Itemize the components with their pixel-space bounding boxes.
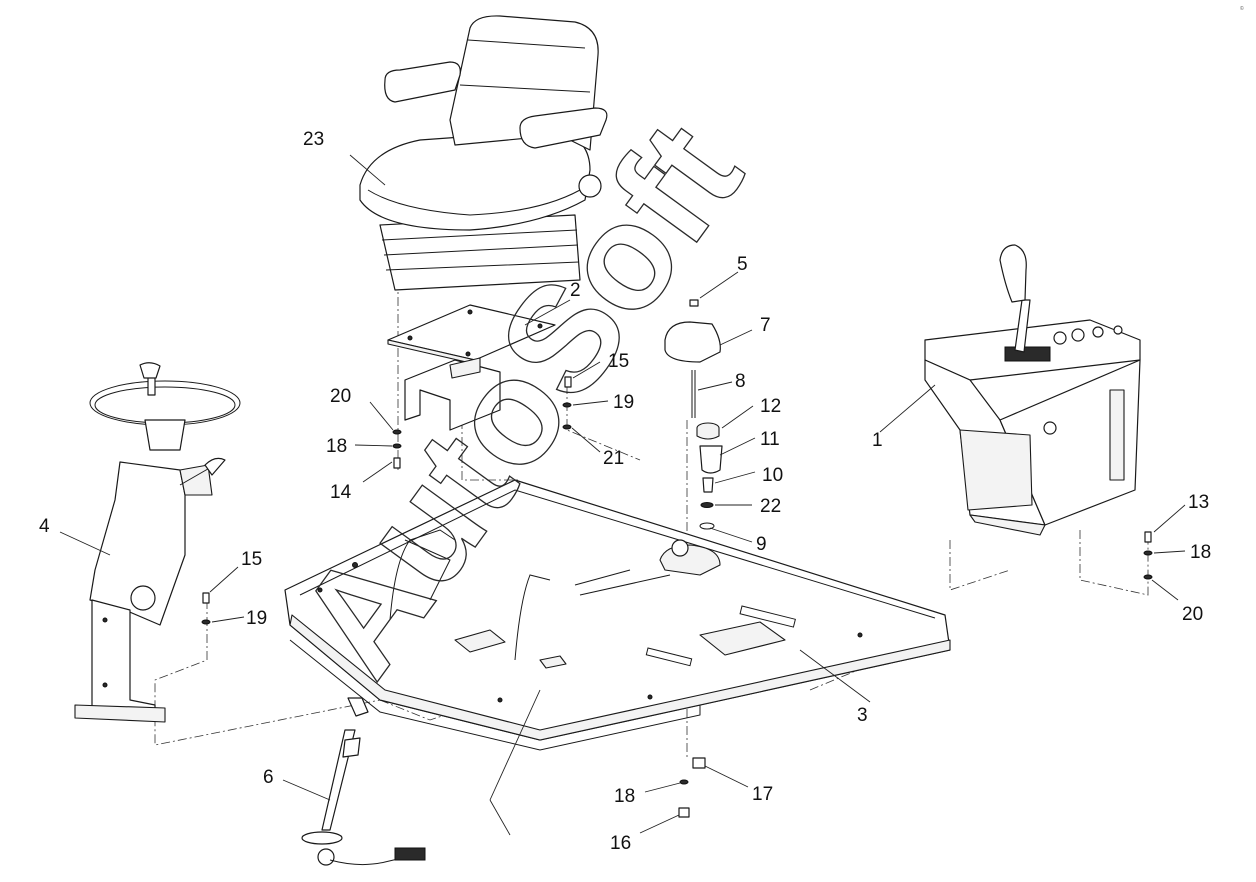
callout-7: 7 — [760, 315, 771, 336]
callout-1: 1 — [872, 430, 883, 451]
callout-21: 21 — [603, 448, 624, 469]
callout-2: 2 — [570, 280, 581, 301]
callout-9: 9 — [756, 534, 767, 555]
callout-22: 22 — [760, 496, 781, 517]
center-column-stack — [664, 299, 723, 530]
callout-23: 23 — [303, 129, 324, 150]
hardware — [201, 376, 1153, 818]
steering-column — [74, 362, 241, 723]
seat-assembly — [359, 15, 608, 291]
callout-19-lower: 19 — [246, 608, 267, 629]
control-console — [924, 244, 1141, 536]
callout-13: 13 — [1188, 492, 1209, 513]
callout-18-right: 18 — [1190, 542, 1211, 563]
callout-6: 6 — [263, 767, 274, 788]
callout-5: 5 — [737, 254, 748, 275]
callout-18-bottom: 18 — [614, 786, 635, 807]
seat-mounting-plate — [387, 304, 556, 431]
callout-18-left: 18 — [326, 436, 347, 457]
callout-3: 3 — [857, 705, 868, 726]
callout-8: 8 — [735, 371, 746, 392]
callout-20-left: 20 — [330, 386, 351, 407]
pedal-lever — [301, 697, 426, 866]
callout-16: 16 — [610, 833, 631, 854]
callout-17: 17 — [752, 784, 773, 805]
callout-15-upper: 15 — [608, 351, 629, 372]
callout-15-lower: 15 — [241, 549, 262, 570]
callout-14: 14 — [330, 482, 352, 503]
callout-20-right: 20 — [1182, 604, 1203, 625]
callout-4: 4 — [39, 516, 50, 537]
callout-10: 10 — [762, 465, 783, 486]
callout-11: 11 — [760, 429, 780, 450]
callout-19-upper: 19 — [613, 392, 634, 413]
callout-12: 12 — [760, 396, 781, 417]
operator-platform — [284, 479, 951, 751]
corner-mark: © — [1240, 5, 1244, 12]
callout-labels: 1 2 3 4 5 6 7 8 9 10 11 12 13 14 15 15 1… — [39, 129, 1211, 854]
leader-lines — [59, 154, 1186, 836]
